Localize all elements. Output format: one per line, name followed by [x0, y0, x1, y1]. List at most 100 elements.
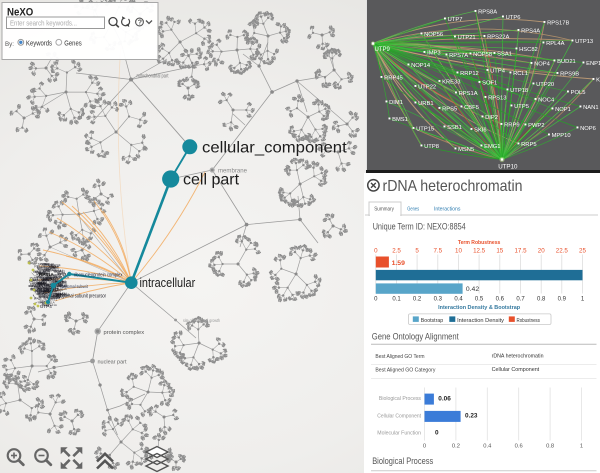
svg-text:NOG2: NOG2 [36, 292, 44, 296]
svg-text:1: 1 [580, 444, 583, 450]
svg-text:RPF2: RPF2 [43, 263, 50, 267]
svg-text:RPL2B: RPL2B [49, 280, 59, 284]
svg-text:0.4: 0.4 [483, 444, 492, 450]
svg-text:0.6: 0.6 [496, 297, 505, 303]
svg-text:RRS1: RRS1 [38, 287, 47, 291]
svg-text:BUD20: BUD20 [31, 284, 40, 288]
svg-text:NOP15: NOP15 [43, 289, 53, 293]
svg-text:RPL21A: RPL21A [45, 265, 56, 269]
svg-text:RPS22A: RPS22A [487, 35, 509, 41]
svg-text:RRS1: RRS1 [39, 272, 47, 276]
svg-text:NSA2: NSA2 [31, 286, 39, 290]
svg-text:RPS3: RPS3 [53, 292, 61, 296]
svg-text:RRP12: RRP12 [460, 71, 479, 77]
svg-text:?: ? [138, 20, 142, 27]
svg-text:MAK5: MAK5 [30, 278, 39, 282]
svg-text:RRS1: RRS1 [57, 271, 65, 275]
svg-text:RRS1: RRS1 [33, 278, 41, 282]
svg-text:UTP18: UTP18 [510, 88, 528, 94]
svg-text:Biological Process: Biological Process [379, 396, 421, 402]
svg-text:SSA1: SSA1 [497, 52, 512, 58]
svg-text:RPL2B: RPL2B [46, 275, 57, 279]
svg-text:RPS13: RPS13 [488, 96, 506, 102]
svg-text:RPS9B: RPS9B [560, 72, 579, 78]
svg-text:Bootstrap: Bootstrap [421, 318, 443, 324]
svg-text:RPL8A: RPL8A [37, 282, 47, 286]
svg-text:UTP10: UTP10 [498, 163, 518, 170]
svg-text:NOC2: NOC2 [44, 267, 52, 271]
svg-text:RLP24: RLP24 [50, 264, 60, 268]
svg-text:MAK5: MAK5 [38, 281, 47, 285]
svg-text:NOP12: NOP12 [55, 288, 64, 292]
svg-text:RPS4A: RPS4A [521, 29, 540, 35]
svg-text:RPL24A: RPL24A [47, 296, 57, 300]
svg-text:0: 0 [435, 430, 439, 437]
svg-text:RPF2: RPF2 [37, 275, 44, 279]
svg-text:RSA4: RSA4 [55, 269, 64, 273]
svg-text:RLP7: RLP7 [28, 284, 36, 288]
svg-text:CIC1: CIC1 [55, 282, 63, 286]
svg-text:RPS24A: RPS24A [38, 291, 52, 295]
svg-text:TIF6: TIF6 [37, 267, 44, 271]
svg-text:SSB1: SSB1 [447, 125, 462, 131]
svg-text:RPL16B: RPL16B [30, 288, 43, 292]
svg-text:RPS7A: RPS7A [449, 53, 468, 59]
svg-text:UTP4: UTP4 [40, 304, 52, 309]
svg-text:0.7: 0.7 [516, 297, 525, 303]
svg-text:RPL25: RPL25 [57, 293, 67, 297]
svg-text:JJJ1: JJJ1 [49, 264, 56, 268]
svg-text:NOP4: NOP4 [41, 287, 49, 291]
svg-text:BUD21: BUD21 [557, 59, 576, 65]
svg-text:RRS1: RRS1 [30, 282, 38, 286]
svg-text:PWP1: PWP1 [35, 291, 45, 295]
svg-text:DBP10: DBP10 [44, 287, 54, 291]
svg-text:RPL23A: RPL23A [38, 300, 49, 304]
svg-text:RPL21A: RPL21A [31, 288, 42, 292]
svg-text:RCL1: RCL1 [513, 71, 528, 77]
svg-text:YTM1: YTM1 [42, 287, 49, 291]
svg-text:RPL10: RPL10 [46, 268, 56, 272]
svg-text:UTP5: UTP5 [514, 104, 529, 110]
svg-text:NOP14: NOP14 [411, 63, 431, 69]
svg-text:TIF6: TIF6 [43, 286, 49, 290]
svg-text:RPL8A: RPL8A [39, 278, 49, 282]
svg-text:NOP12: NOP12 [45, 277, 54, 281]
svg-text:UTP9: UTP9 [375, 47, 391, 53]
svg-text:NOP12: NOP12 [48, 289, 58, 293]
svg-text:UTP4: UTP4 [490, 69, 506, 75]
svg-text:Summary: Summary [374, 207, 394, 213]
svg-text:RRP1: RRP1 [51, 286, 59, 290]
svg-text:NOG1: NOG1 [33, 270, 42, 274]
svg-text:SSF1: SSF1 [41, 279, 50, 283]
svg-text:YTM1: YTM1 [44, 263, 52, 267]
svg-text:Biological Process: Biological Process [372, 456, 433, 467]
svg-text:DRS1: DRS1 [49, 265, 57, 269]
svg-text:NOG1: NOG1 [56, 293, 66, 297]
svg-text:RPS24A: RPS24A [37, 289, 49, 293]
svg-text:BUD20: BUD20 [43, 282, 52, 286]
svg-text:rDNA heterochromatin: rDNA heterochromatin [492, 354, 544, 360]
svg-text:RLP24: RLP24 [40, 276, 50, 280]
svg-text:BRX1: BRX1 [58, 281, 67, 285]
svg-text:RPS24A: RPS24A [43, 276, 55, 280]
svg-text:0: 0 [374, 248, 378, 255]
svg-text:Molecular Function: Molecular Function [377, 431, 421, 437]
svg-text:NOC4: NOC4 [538, 98, 555, 104]
svg-text:Genes: Genes [407, 207, 419, 213]
svg-text:MPP10: MPP10 [552, 133, 571, 139]
svg-text:ribosomal subunit: ribosomal subunit [60, 284, 88, 290]
svg-text:1: 1 [581, 297, 585, 303]
svg-text:NOP1: NOP1 [555, 107, 571, 113]
svg-text:NOP4: NOP4 [38, 281, 47, 285]
svg-text:RPS1A: RPS1A [459, 91, 478, 97]
svg-text:Interaction Density: Interaction Density [457, 318, 504, 324]
svg-text:TIF6: TIF6 [53, 276, 59, 280]
svg-text:0.06: 0.06 [438, 395, 451, 402]
svg-text:BRX1: BRX1 [54, 284, 61, 288]
svg-text:RPL3: RPL3 [51, 288, 59, 292]
svg-text:RPL23A: RPL23A [44, 289, 55, 293]
svg-text:UTP20: UTP20 [536, 82, 554, 88]
svg-text:RPS24A: RPS24A [49, 292, 59, 296]
svg-text:RLP24: RLP24 [49, 294, 59, 298]
svg-text:JJJ1: JJJ1 [42, 278, 49, 282]
